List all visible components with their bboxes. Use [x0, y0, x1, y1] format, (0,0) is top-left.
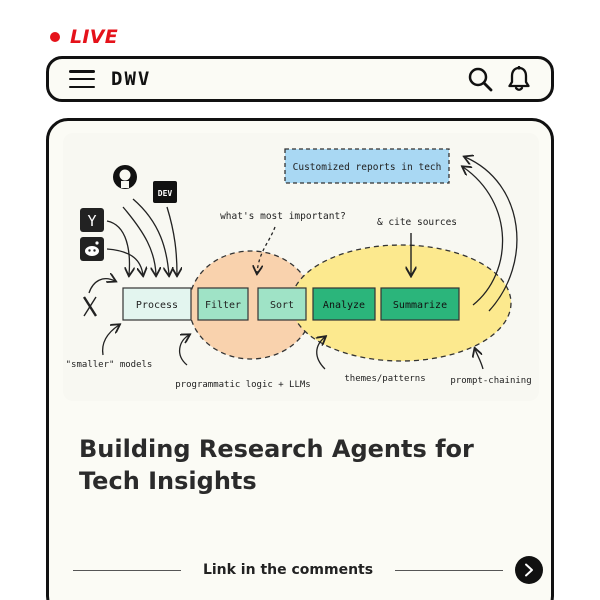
reddit-icon	[80, 237, 104, 261]
top-navbar: DWV	[46, 56, 554, 102]
live-indicator: LIVE	[50, 26, 118, 48]
dev-icon: DEV	[153, 181, 177, 203]
annotation-cite: & cite sources	[377, 217, 457, 228]
live-label: LIVE	[70, 26, 119, 48]
annotation-smaller-models: "smaller" models	[66, 360, 153, 370]
divider-left	[73, 569, 181, 571]
output-box-label: Customized reports in tech	[293, 162, 442, 173]
output-box	[284, 148, 450, 184]
post-card[interactable]: Customized reports in tech DEV Y	[46, 118, 554, 600]
next-button[interactable]	[515, 556, 543, 584]
annotation-important: what's most important?	[220, 211, 346, 222]
bell-icon[interactable]	[507, 66, 531, 92]
x-icon	[82, 296, 98, 317]
post-footer: Link in the comments	[73, 555, 543, 585]
stage-analyze-label: Analyze	[323, 300, 365, 311]
stage-filter	[197, 287, 249, 321]
stage-process-label: Process	[136, 300, 178, 311]
stage-process	[122, 287, 192, 321]
research-agent-diagram: Customized reports in tech DEV Y	[63, 133, 539, 401]
stage-summarize-label: Summarize	[393, 300, 447, 311]
diagram-svg: Customized reports in tech DEV Y	[66, 148, 532, 390]
stage-analyze	[312, 287, 376, 321]
hamburger-menu-icon[interactable]	[69, 70, 95, 88]
github-icon	[113, 165, 137, 189]
stage-summarize	[380, 287, 460, 321]
annotation-chaining: prompt-chaining	[450, 376, 531, 386]
annotation-programmatic: programmatic logic + LLMs	[175, 380, 310, 390]
stage-sort-label: Sort	[270, 300, 294, 311]
svg-text:DEV: DEV	[158, 189, 173, 198]
y-combinator-icon: Y	[80, 208, 104, 232]
brand-logo-text[interactable]: DWV	[111, 68, 152, 90]
divider-right	[395, 569, 503, 571]
live-dot-icon	[50, 32, 60, 42]
annotation-themes: themes/patterns	[344, 374, 425, 384]
search-icon[interactable]	[467, 66, 493, 92]
link-in-comments[interactable]: Link in the comments	[202, 562, 374, 578]
svg-text:Y: Y	[87, 212, 96, 230]
post-title[interactable]: Building Research Agents for Tech Insigh…	[79, 435, 474, 495]
stage-filter-label: Filter	[205, 300, 241, 311]
chevron-right-icon	[525, 563, 533, 577]
stage-sort	[257, 287, 307, 321]
